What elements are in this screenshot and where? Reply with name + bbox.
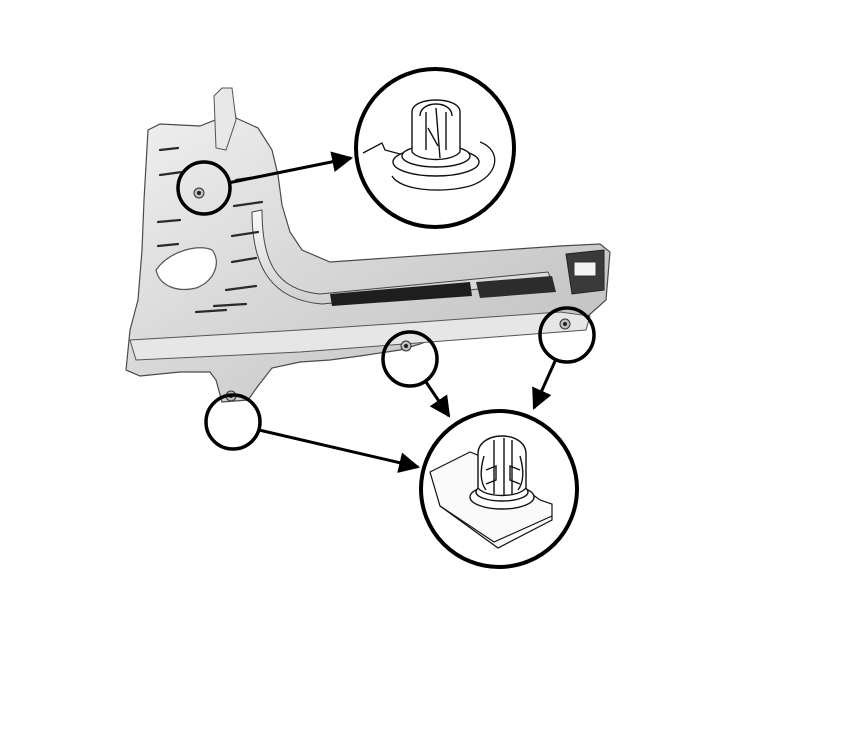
callout-lower-left — [204, 393, 262, 451]
panel-slot-2 — [476, 276, 556, 298]
arrow-upper-to-detail — [227, 151, 354, 185]
panel-right-window — [573, 261, 597, 277]
detail-top — [354, 67, 516, 229]
callout-circles — [176, 160, 596, 451]
panel-slot-1 — [330, 282, 472, 306]
callout-upper-left — [176, 160, 232, 216]
trim-panel — [125, 87, 611, 403]
arrow-right-to-detail — [532, 358, 558, 410]
clip-bottom-icon — [429, 435, 553, 549]
callout-right — [538, 306, 596, 364]
arrow-center-to-detail — [424, 381, 451, 418]
clip-top-icon — [362, 99, 496, 191]
panel-top-tab — [213, 87, 237, 151]
callout-center — [381, 330, 439, 388]
callout-arrows — [227, 151, 558, 473]
panel-cutout — [155, 247, 217, 291]
detail-bottom — [419, 409, 579, 569]
arrow-lower-left-to-detail — [258, 428, 421, 473]
panel-lower-flange — [129, 311, 591, 361]
